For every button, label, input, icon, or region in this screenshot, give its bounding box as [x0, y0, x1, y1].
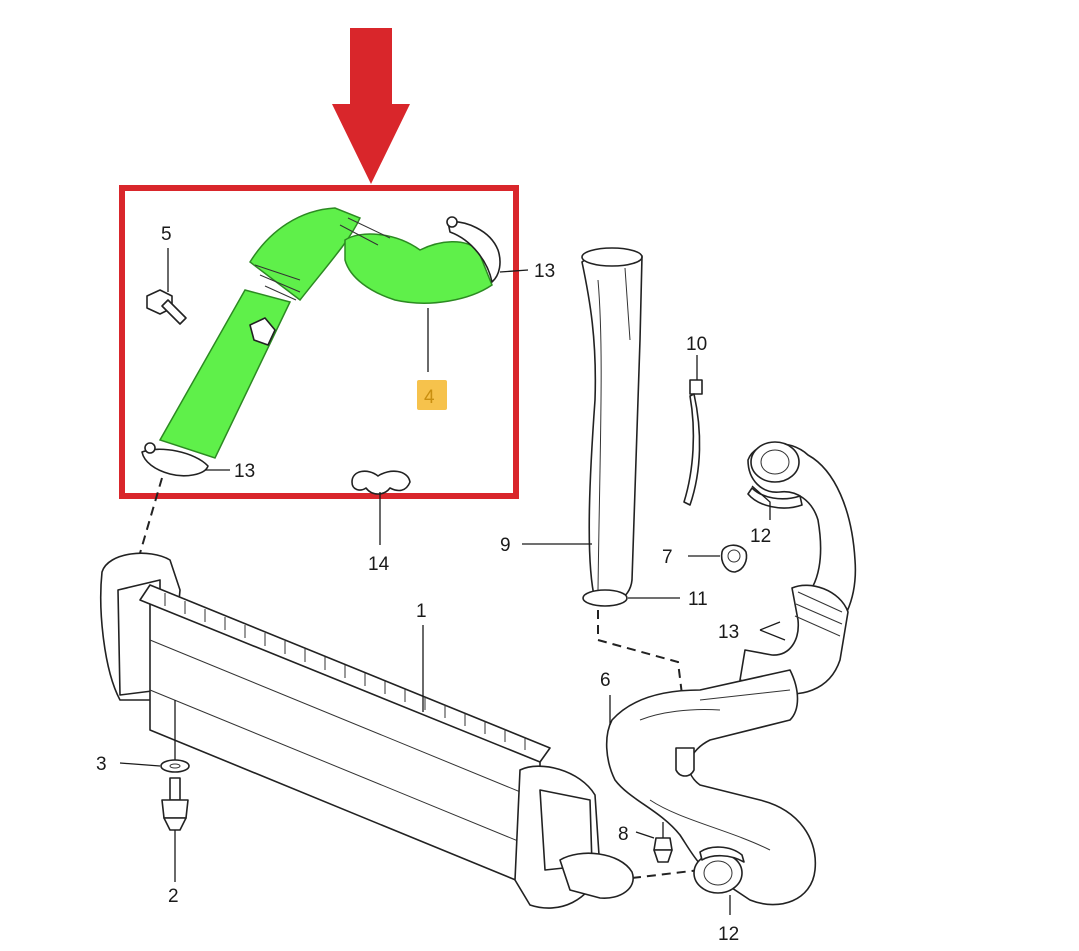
leader-lines [119, 269, 786, 915]
part-4-badge [417, 380, 447, 410]
dashed-connector [597, 610, 691, 761]
callout-8: 8 [618, 824, 629, 845]
callout-10: 10 [686, 334, 707, 355]
callout-5: 5 [161, 224, 172, 245]
callout-9: 9 [500, 535, 511, 556]
red-down-arrow-icon [332, 28, 410, 184]
callout-12-bottom: 12 [718, 924, 739, 945]
pipe-part-9 [581, 247, 643, 607]
highlight-frame [119, 185, 519, 499]
hose-part-6 [605, 441, 857, 906]
callout-11: 11 [688, 589, 708, 610]
dashed-connector [137, 477, 163, 561]
callout-2: 2 [168, 886, 179, 907]
clip-part-14 [351, 470, 411, 545]
callout-1: 1 [416, 601, 427, 622]
grommet-part-7 [720, 544, 748, 573]
dashed-connector [631, 869, 701, 879]
callout-12-top: 12 [750, 526, 771, 547]
callout-13-bottom: 13 [234, 461, 255, 482]
callout-6: 6 [600, 670, 611, 691]
washer-part-3 [160, 759, 190, 773]
stud-part-2 [161, 777, 189, 882]
bolt-part-8 [653, 822, 673, 863]
bolt-part-5 [146, 248, 187, 325]
strap-part-10 [683, 355, 703, 506]
callout-13-top: 13 [534, 261, 555, 282]
callout-7: 7 [662, 547, 673, 568]
callout-3: 3 [96, 754, 107, 775]
callout-4: 4 [424, 387, 435, 408]
callout-14: 14 [368, 554, 390, 575]
intercooler-part-1 [100, 552, 634, 909]
hose-part-4 [141, 207, 501, 477]
callout-13-right: 13 [718, 622, 739, 643]
